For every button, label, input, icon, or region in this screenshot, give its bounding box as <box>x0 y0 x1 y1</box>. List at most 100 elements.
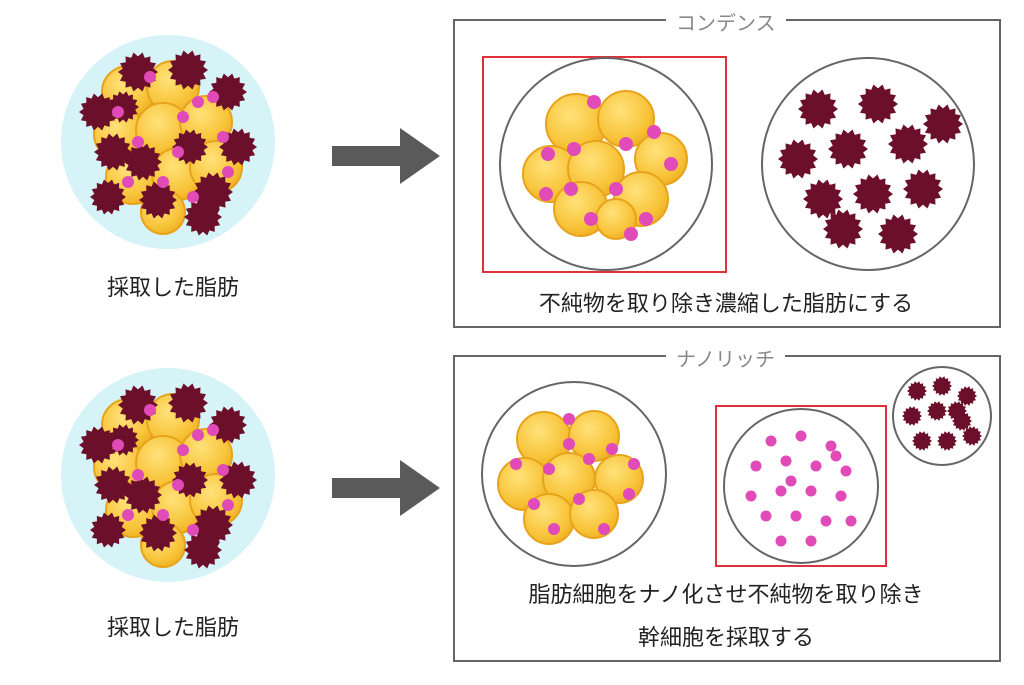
stem-cell <box>122 176 134 188</box>
collected-fat-label-top: 採取した脂肪 <box>106 276 239 301</box>
impurity-cell <box>858 84 898 124</box>
impurity-cell <box>828 129 868 169</box>
impurity-cell <box>90 512 126 548</box>
impurity-cell <box>94 466 132 504</box>
nanorich-panel-title: ナノリッチ <box>666 343 785 372</box>
stem-cell <box>598 523 610 535</box>
stem-cell <box>222 499 234 511</box>
stem-cell <box>567 142 581 156</box>
impurity-cell <box>209 406 247 444</box>
nanorich-caption-line1: 脂肪細胞をナノ化させ不純物を取り除き <box>528 583 924 608</box>
stem-cell <box>222 166 234 178</box>
impurity-cell <box>902 406 922 426</box>
stem-cell <box>172 479 184 491</box>
collected-fat-tissue-top <box>61 35 275 249</box>
stem-cell <box>192 96 204 108</box>
impurity-cell <box>139 514 177 552</box>
nano-fat-cells <box>497 410 644 545</box>
stem-cell <box>177 444 189 456</box>
impurity-cell <box>184 198 222 236</box>
impurity-cell <box>184 531 222 569</box>
small-impurities <box>902 376 982 451</box>
collected-fat-label-bottom: 採取した脂肪 <box>106 616 239 641</box>
impurity-cell <box>778 139 818 179</box>
stem-cell <box>587 95 601 109</box>
stem-cell <box>583 453 595 465</box>
stem-cell <box>132 136 144 148</box>
stem-cell-highlight-box <box>715 405 887 567</box>
stem-cell <box>664 157 678 171</box>
impurity-cell <box>888 124 928 164</box>
stem-cell <box>647 125 661 139</box>
stem-cell <box>619 137 633 151</box>
stem-cell <box>217 131 229 143</box>
stem-cell <box>539 187 553 201</box>
stem-cell <box>528 498 540 510</box>
stem-cell <box>510 458 522 470</box>
stem-cell <box>775 485 787 497</box>
stem-cell <box>543 463 555 475</box>
stem-cell <box>187 191 199 203</box>
impurity-cell <box>912 431 932 451</box>
stem-cell <box>207 424 219 436</box>
stem-cell <box>192 429 204 441</box>
stem-cell <box>548 523 560 535</box>
stem-cell <box>157 176 169 188</box>
stem-cell <box>795 430 807 442</box>
stem-cell <box>745 490 757 502</box>
stem-cell <box>177 111 189 123</box>
impurity-cell <box>878 214 918 254</box>
impurity-cell <box>168 383 208 423</box>
impurity-cell <box>853 174 893 214</box>
stem-cell <box>765 435 777 447</box>
stem-cell <box>217 464 229 476</box>
impurity-cell <box>193 505 233 545</box>
impurity-cell <box>124 143 162 181</box>
stem-cell <box>624 227 638 241</box>
stem-cell <box>845 515 857 527</box>
stem-cell <box>760 510 772 522</box>
stem-cell <box>112 106 124 118</box>
impurity-cell <box>947 401 967 421</box>
impurity-cell <box>923 104 963 144</box>
stem-cell <box>132 469 144 481</box>
bottom-arrow-icon <box>332 460 440 516</box>
stem-cell <box>830 450 842 462</box>
stem-cell <box>835 490 847 502</box>
impurity-cell <box>937 431 957 451</box>
stem-cell <box>639 212 653 226</box>
stem-cell <box>563 438 575 450</box>
impurity-cell <box>823 209 863 249</box>
stem-cell <box>628 458 640 470</box>
stem-cell <box>840 465 852 477</box>
impurity-cell <box>957 386 977 406</box>
impurity-cell <box>79 426 117 464</box>
impurity-cell <box>907 381 927 401</box>
impurity-cell <box>927 401 947 421</box>
condensed-fat-cells <box>522 90 688 241</box>
stem-cell <box>541 147 555 161</box>
stem-cell <box>207 91 219 103</box>
stem-cell <box>825 440 837 452</box>
stem-cell <box>805 485 817 497</box>
stem-cell <box>144 71 156 83</box>
stem-cell <box>584 212 598 226</box>
condense-caption: 不純物を取り除き濃縮した脂肪にする <box>538 292 914 317</box>
stem-cell <box>187 524 199 536</box>
stem-cell <box>785 475 797 487</box>
impurity-cell <box>803 179 843 219</box>
collected-stem-cells <box>745 430 857 547</box>
stem-cell-dish <box>723 408 879 564</box>
impurity-cell <box>90 179 126 215</box>
impurity-cell <box>209 73 247 111</box>
condense-panel-title: コンデンス <box>666 7 786 36</box>
impurity-cell <box>79 93 117 131</box>
stem-cell <box>790 510 802 522</box>
stem-cell <box>112 439 124 451</box>
stem-cell <box>805 535 817 547</box>
impurity-cell <box>903 169 943 209</box>
stem-cell <box>573 493 585 505</box>
impurity-cell <box>168 50 208 90</box>
collected-fat-tissue-bottom <box>61 368 275 582</box>
